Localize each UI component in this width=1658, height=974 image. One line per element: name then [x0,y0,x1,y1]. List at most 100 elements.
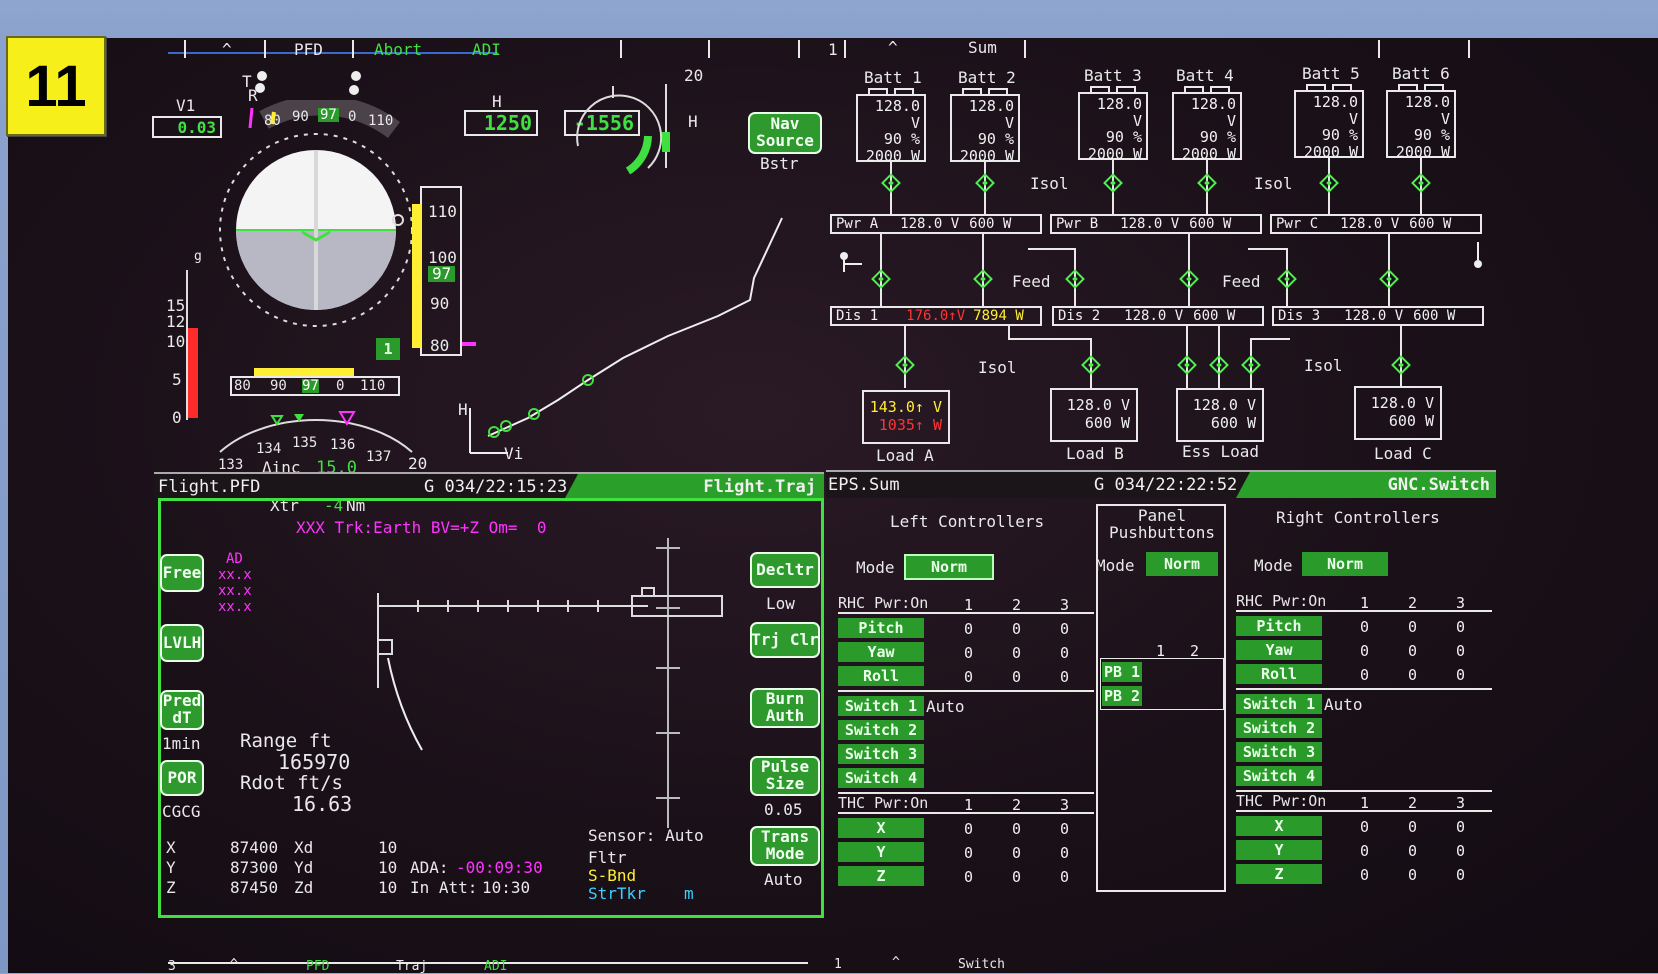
right-mode-label: Mode [1254,556,1293,575]
burn-auth-button[interactable]: Burn Auth [750,688,820,728]
pred-dt-button[interactable]: Pred dT [160,690,204,730]
flight-traj-tab[interactable]: Flight.Traj [564,474,824,500]
left-thc-col-2: 2 [1012,796,1022,814]
btab-switch[interactable]: Switch [958,957,1005,972]
nav-source-button[interactable]: Nav Source [748,112,822,154]
batt-3-switch[interactable] [1103,173,1123,193]
tab-up[interactable]: ^ [222,40,232,59]
right-switch-1-auto: Auto [1324,695,1363,714]
btab-traj[interactable]: Traj [396,959,428,974]
batt-4-switch[interactable] [1197,173,1217,193]
batt-1-switch[interactable] [881,173,901,193]
batt-5-switch[interactable] [1319,173,1339,193]
load-b-switch[interactable] [1081,355,1101,375]
batt-6-switch[interactable] [1411,173,1431,193]
free-button[interactable]: Free [160,554,204,592]
btab-pfd[interactable]: PFD [306,959,330,974]
right-switch-2[interactable]: Switch 2 [1236,718,1322,738]
tab-up-2[interactable]: ^ [888,38,898,57]
left-thc-y[interactable]: Y [838,842,924,862]
batt-5-name: Batt 5 [1302,64,1360,83]
gnc-time: G 034/22:22:52 [1094,475,1238,495]
feed-switch-bc[interactable] [1277,269,1297,289]
left-switch-3[interactable]: Switch 3 [838,744,924,764]
feed-switch-a2[interactable] [973,269,993,289]
left-switch-2[interactable]: Switch 2 [838,720,924,740]
bottom-scale [230,376,400,396]
inc-137: 137 [366,449,392,465]
decltr-button[interactable]: Decltr [750,552,820,588]
feed-label-2: Feed [1222,272,1261,291]
bottom-scale-bar [254,368,354,376]
left-pitch-button[interactable]: Pitch [838,618,924,638]
btab-adi[interactable]: ADI [484,959,508,974]
batt-6-name: Batt 6 [1392,64,1450,83]
bs-80: 80 [234,378,251,394]
left-rhc-col-2: 2 [1012,596,1022,614]
tab-abort[interactable]: Abort [374,40,423,59]
batt-2-switch[interactable] [975,173,995,193]
left-thc-x[interactable]: X [838,818,924,838]
feed-switch-c[interactable] [1379,269,1399,289]
panel-pushbuttons-title: Panel Pushbuttons [1109,506,1215,542]
load-a-switch[interactable] [895,355,915,375]
traj-clear-button[interactable]: Trj Clr [750,622,820,658]
btab-up-2[interactable]: ^ [892,955,900,970]
left-thc-z[interactable]: Z [838,866,924,886]
right-switch-4[interactable]: Switch 4 [1236,766,1322,786]
pb-1-button[interactable]: PB 1 [1102,662,1142,682]
left-roll-button[interactable]: Roll [838,666,924,686]
left-mode-value[interactable]: Norm [904,554,994,580]
ess-load-switch-2[interactable] [1209,355,1229,375]
gnc-switch-tab[interactable]: GNC.Switch [1236,472,1496,498]
pulse-size-button[interactable]: Pulse Size [750,756,820,796]
range-value: 165970 [278,750,351,774]
feed-label-1: Feed [1012,272,1051,291]
pb-col-1: 1 [1156,642,1166,660]
tab-adi[interactable]: ADI [472,40,501,59]
inclination-arc [219,411,413,453]
right-thc-z[interactable]: Z [1236,864,1322,884]
btab-3[interactable]: 3 [168,959,176,974]
btab-1[interactable]: 1 [834,957,842,972]
bs-90: 90 [270,378,287,394]
load-c-switch[interactable] [1391,355,1411,375]
isol-label-4: Isol [1304,356,1343,375]
right-switch-1[interactable]: Switch 1 [1236,694,1322,714]
btab-up[interactable]: ^ [230,957,238,972]
right-thc-col-2: 2 [1408,794,1418,812]
right-switch-3[interactable]: Switch 3 [1236,742,1322,762]
alt-90: 90 [430,294,450,313]
left-rhc-col-3: 3 [1060,596,1070,614]
pb-2-button[interactable]: PB 2 [1102,686,1142,706]
lvlh-button[interactable]: LVLH [160,624,204,662]
s-bnd-label: S-Bnd [588,866,637,885]
tab-1[interactable]: 1 [828,40,838,59]
left-switch-4[interactable]: Switch 4 [838,768,924,788]
trans-mode-button[interactable]: Trans Mode [750,826,820,866]
tab-sum[interactable]: Sum [968,38,997,57]
feed-switch-b[interactable] [1179,269,1199,289]
right-roll-button[interactable]: Roll [1236,664,1322,684]
right-pitch-button[interactable]: Pitch [1236,616,1322,636]
inatt-label: In Att: [410,878,478,897]
feed-switch-ab[interactable] [1065,269,1085,289]
feed-switch-a1[interactable] [871,269,891,289]
display-screen: ^ PFD Abort ADI 1 ^ Sum T R V1 0.03 H 12… [8,38,1658,973]
ess-load-switch-3[interactable] [1241,355,1261,375]
isol-label-3: Isol [978,358,1017,377]
por-button[interactable]: POR [160,760,204,796]
ess-load-switch-1[interactable] [1177,355,1197,375]
panel-mode-value[interactable]: Norm [1146,552,1218,576]
right-thc-y[interactable]: Y [1236,840,1322,860]
left-switch-1[interactable]: Switch 1 [838,696,924,716]
right-mode-value[interactable]: Norm [1302,552,1388,576]
pb-col-2: 2 [1190,642,1200,660]
right-yaw-button[interactable]: Yaw [1236,640,1322,660]
left-yaw-button[interactable]: Yaw [838,642,924,662]
tab-pfd[interactable]: PFD [294,40,323,59]
right-thc-x[interactable]: X [1236,816,1322,836]
